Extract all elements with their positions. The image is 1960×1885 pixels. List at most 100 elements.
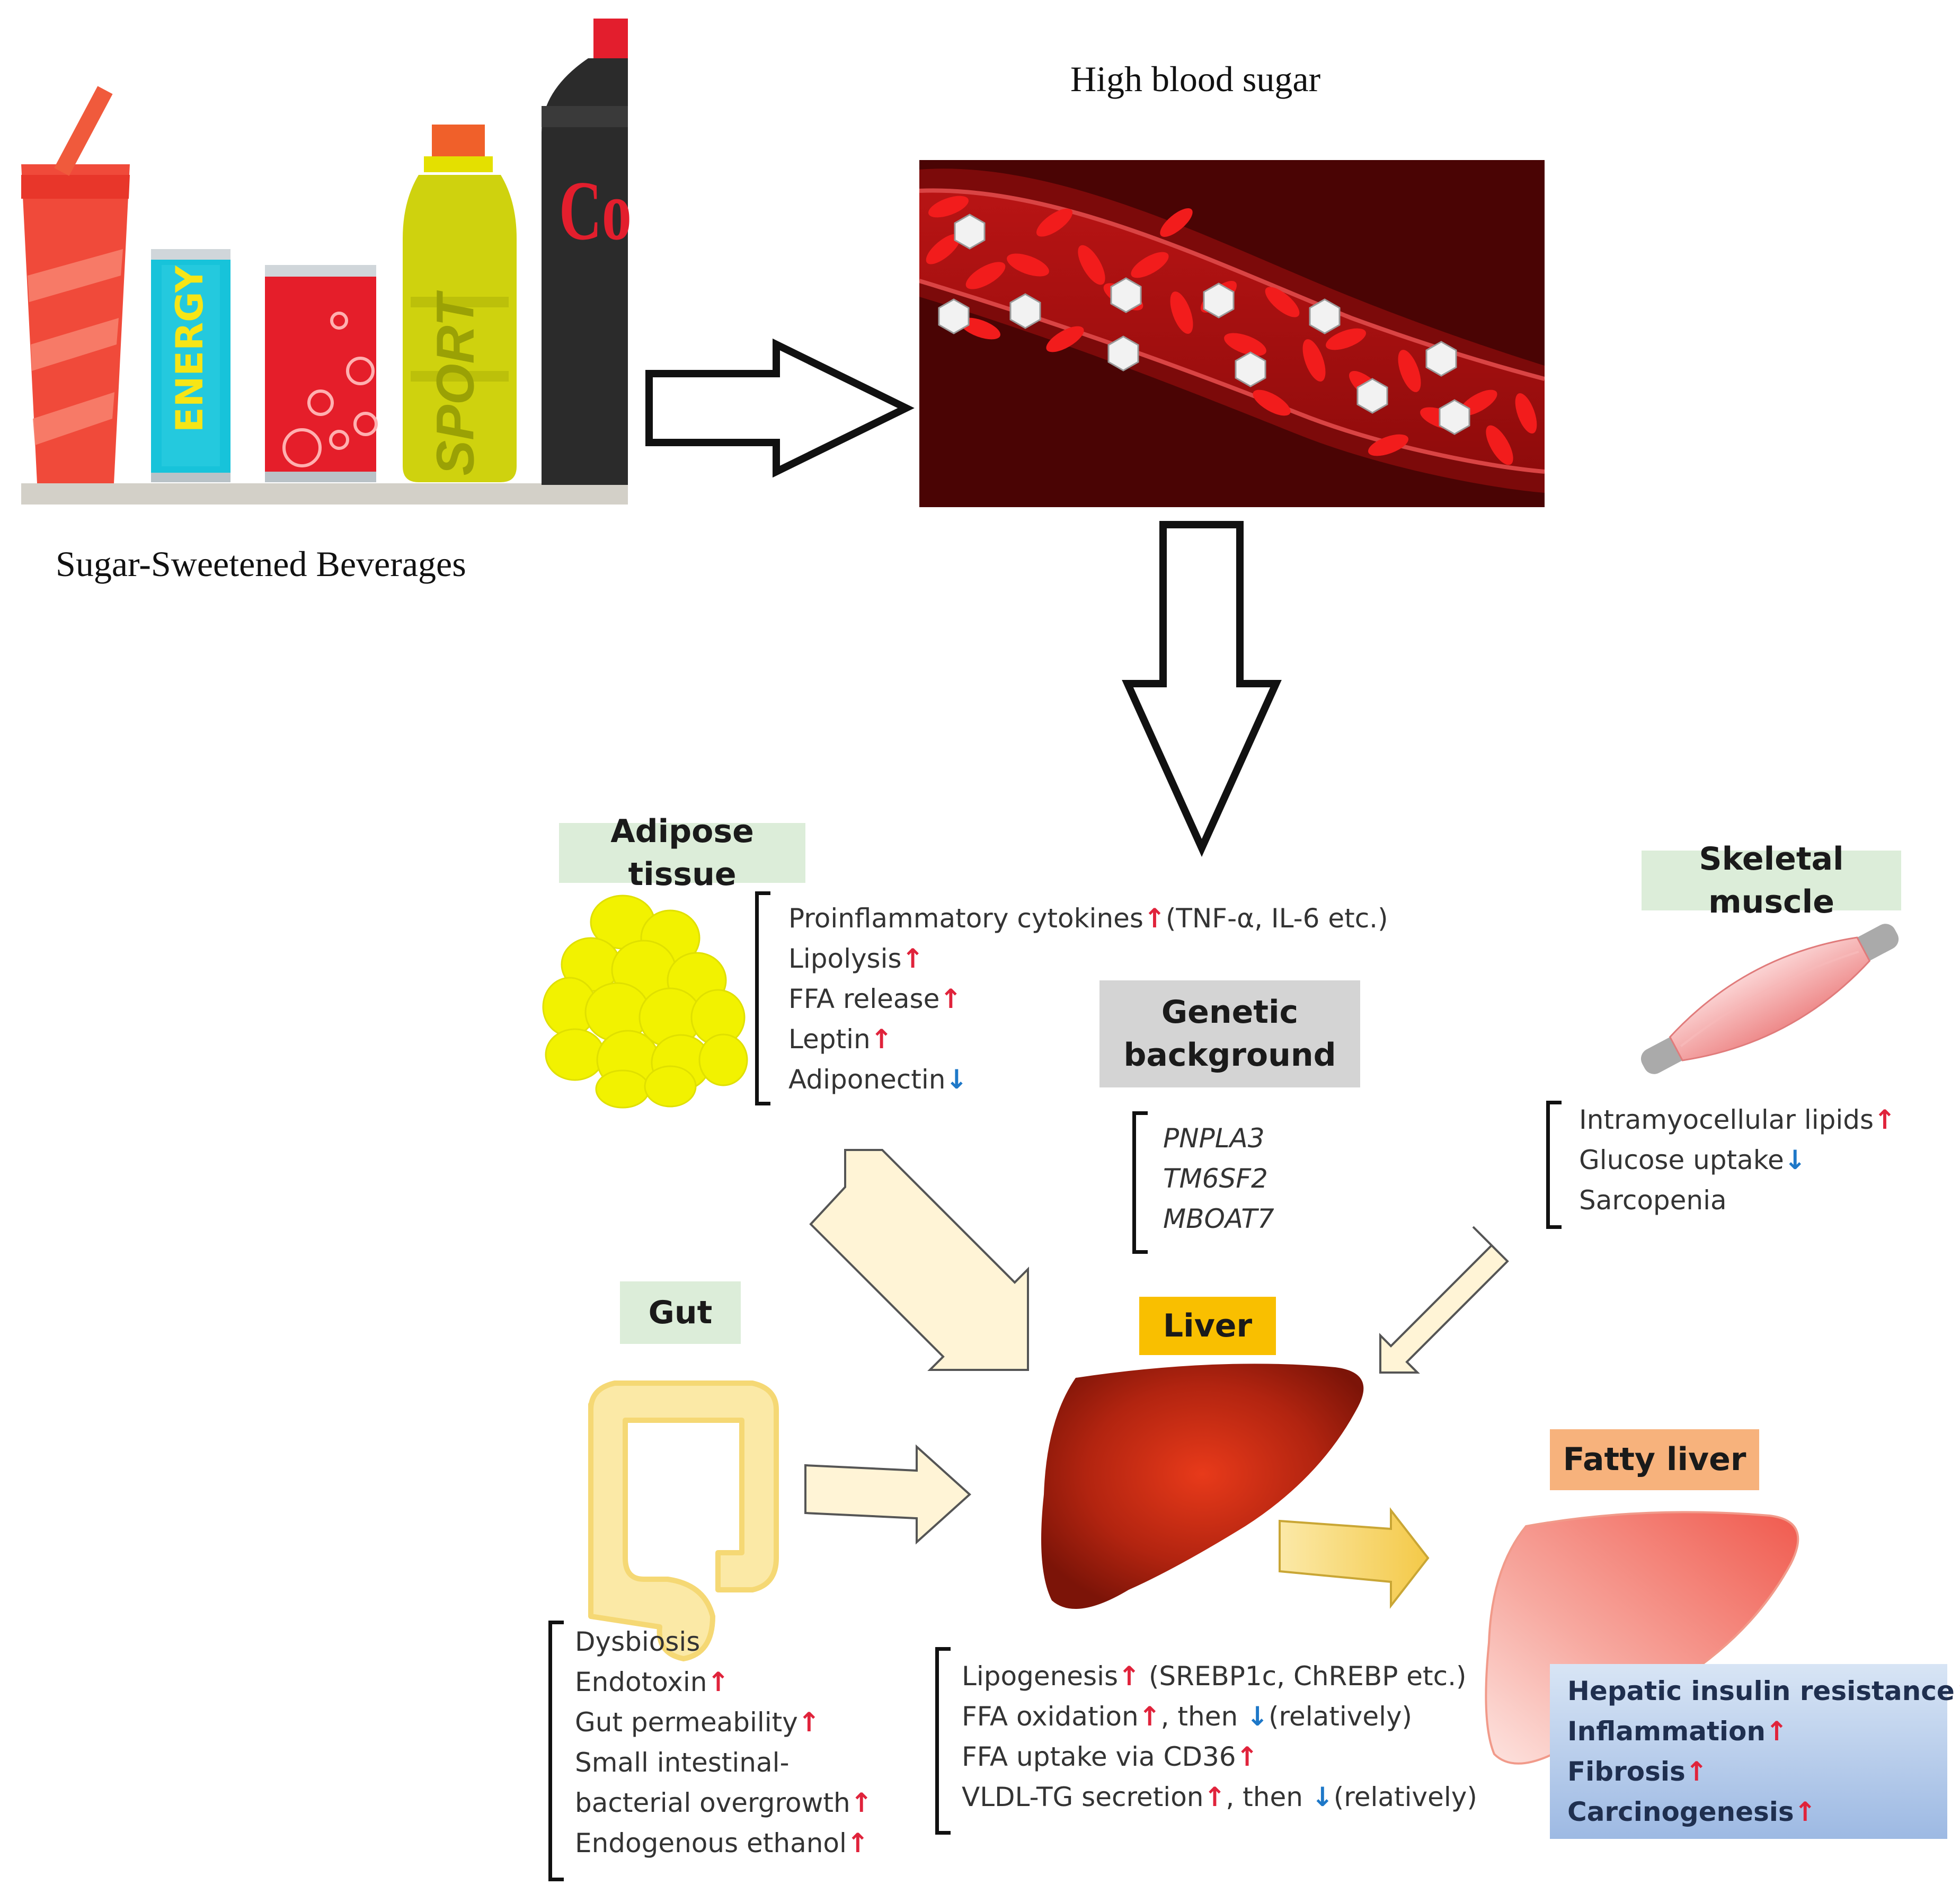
liver-effects-bracket	[935, 1647, 951, 1835]
item-note: (TNF-α, IL-6 etc.)	[1165, 903, 1388, 934]
list-item: Hepatic insulin resistance↑	[1567, 1671, 1960, 1711]
genetic-background-box: Genetic background	[1099, 980, 1360, 1087]
arrow-liver-to-fatty-icon	[1279, 1507, 1430, 1609]
hepatic-effects-list: Hepatic insulin resistance↑Inflammation↑…	[1567, 1671, 1960, 1832]
arrow-right-icon	[645, 338, 915, 478]
beverages-label: Sugar-Sweetened Beverages	[56, 544, 466, 584]
arrow-up-icon: ↑	[797, 1707, 820, 1738]
list-item: Fibrosis↑	[1567, 1751, 1960, 1792]
arrow-up-icon: ↑	[901, 943, 924, 974]
item-text: VLDL-TG secretion	[962, 1782, 1204, 1812]
genetic-bracket	[1132, 1111, 1148, 1254]
arrow-up-icon: ↑	[846, 1828, 869, 1859]
list-item: Carcinogenesis↑	[1567, 1792, 1960, 1832]
fatty-liver-box: Fatty liver	[1550, 1429, 1759, 1490]
item-text: Intramyocellular lipids	[1579, 1104, 1874, 1135]
arrow-up-icon: ↑	[1118, 1661, 1140, 1692]
beverages-illustration	[21, 19, 628, 505]
list-item: PNPLA3	[1163, 1118, 1274, 1158]
list-item: FFA release↑	[788, 979, 1388, 1019]
skeletal-muscle-box: Skeletal muscle	[1642, 840, 1901, 921]
skeletal-muscle-title: Skeletal muscle	[1699, 840, 1844, 921]
arrow-adipose-to-liver-icon	[809, 1149, 1029, 1371]
sport-bottle-cap	[432, 125, 485, 162]
arrow-down-icon: ↓	[1311, 1782, 1334, 1812]
blood-sugar-label: High blood sugar	[1070, 59, 1321, 99]
list-item: bacterial overgrowth↑	[575, 1783, 873, 1823]
liver-title: Liver	[1163, 1307, 1253, 1344]
list-item: VLDL-TG secretion↑, then ↓(relatively)	[962, 1777, 1477, 1817]
arrow-up-icon: ↑	[1874, 1104, 1896, 1135]
arrow-up-icon: ↑	[1794, 1796, 1816, 1827]
item-text: FFA uptake via CD36	[962, 1741, 1236, 1772]
list-item: Endotoxin↑	[575, 1662, 873, 1702]
adipose-effects-list: Proinflammatory cytokines ↑ (TNF-α, IL-6 e…	[788, 898, 1388, 1100]
arrow-up-icon: ↑	[1236, 1741, 1258, 1772]
arrow-down-icon: ↓	[1784, 1145, 1806, 1175]
adipose-bracket	[755, 891, 770, 1105]
straw-icon	[54, 86, 113, 176]
arrow-muscle-to-liver-icon	[1379, 1226, 1509, 1374]
list-item: Adiponectin↓	[788, 1059, 1388, 1100]
item-note: , then	[1226, 1782, 1311, 1812]
list-item: Lipogenesis↑ (SREBP1c, ChREBP etc.)	[962, 1656, 1477, 1696]
item-text: TM6SF2	[1163, 1163, 1268, 1194]
list-item: TM6SF2	[1163, 1158, 1274, 1199]
soda-can-icon	[265, 265, 376, 482]
arrow-up-icon: ↑	[870, 1024, 893, 1055]
list-item: Dysbiosis	[575, 1622, 873, 1662]
list-item: MBOAT7	[1163, 1199, 1274, 1239]
cola-label: Co	[559, 163, 632, 258]
item-text: MBOAT7	[1163, 1203, 1274, 1234]
intestine-illustration	[588, 1380, 779, 1661]
arrow-up-icon: ↑	[850, 1787, 873, 1818]
energy-can-icon	[151, 249, 230, 482]
item-text: Lipolysis	[788, 943, 902, 974]
item-note: , then	[1160, 1701, 1247, 1732]
arrow-down-icon: ↓	[945, 1064, 968, 1095]
arrow-up-icon: ↑	[1138, 1701, 1161, 1732]
item-text: Endotoxin	[575, 1667, 707, 1697]
arrow-up-icon: ↑	[1955, 1676, 1960, 1706]
list-item: Endogenous ethanol↑	[575, 1823, 873, 1863]
list-item: Glucose uptake↓	[1579, 1140, 1896, 1180]
list-item: Intramyocellular lipids↑	[1579, 1100, 1896, 1140]
item-text: Hepatic insulin resistance	[1567, 1676, 1955, 1706]
list-item: Lipolysis↑	[788, 939, 1388, 979]
arrow-up-icon: ↑	[939, 984, 962, 1014]
arrow-down-icon	[1122, 521, 1282, 857]
skeletal-muscle-illustration	[1640, 924, 1899, 1074]
item-text: PNPLA3	[1163, 1123, 1265, 1154]
sport-label: SPORT	[425, 294, 485, 476]
cola-bottle-cap	[593, 19, 628, 61]
genetic-title-line1: Genetic	[1161, 994, 1299, 1031]
item-text: Adiponectin	[788, 1064, 946, 1095]
list-item: Inflammation↑	[1567, 1711, 1960, 1751]
list-item: Gut permeability↑	[575, 1702, 873, 1742]
item-text: FFA release	[788, 984, 940, 1014]
arrow-up-icon: ↑	[707, 1667, 730, 1697]
item-text: Sarcopenia	[1579, 1185, 1727, 1216]
item-text: bacterial overgrowth	[575, 1787, 850, 1818]
arrow-up-icon: ↑	[1203, 1782, 1226, 1812]
item-text: Leptin	[788, 1024, 871, 1055]
item-text: Proinflammatory cytokines	[788, 903, 1143, 934]
item-text: Inflammation	[1567, 1716, 1766, 1747]
liver-illustration	[1041, 1364, 1364, 1609]
liver-box: Liver	[1139, 1297, 1276, 1355]
item-text: Carcinogenesis	[1567, 1796, 1794, 1827]
skeletal-effects-list: Intramyocellular lipids↑Glucose uptake↓S…	[1579, 1100, 1896, 1220]
arrow-gut-to-liver-icon	[804, 1444, 971, 1545]
arrow-up-icon: ↑	[1685, 1756, 1708, 1787]
shelf	[21, 483, 628, 505]
list-item: FFA oxidation↑, then ↓(relatively)	[962, 1696, 1477, 1737]
liver-effects-list: Lipogenesis↑ (SREBP1c, ChREBP etc.)FFA o…	[962, 1656, 1477, 1817]
item-text: Glucose uptake	[1579, 1145, 1784, 1175]
hepatic-panel	[1550, 1664, 1947, 1839]
item-note: (relatively)	[1333, 1782, 1477, 1812]
adipose-cells-illustration	[542, 895, 748, 1109]
item-text: Lipogenesis	[962, 1661, 1119, 1692]
list-item: Leptin↑	[788, 1019, 1388, 1059]
